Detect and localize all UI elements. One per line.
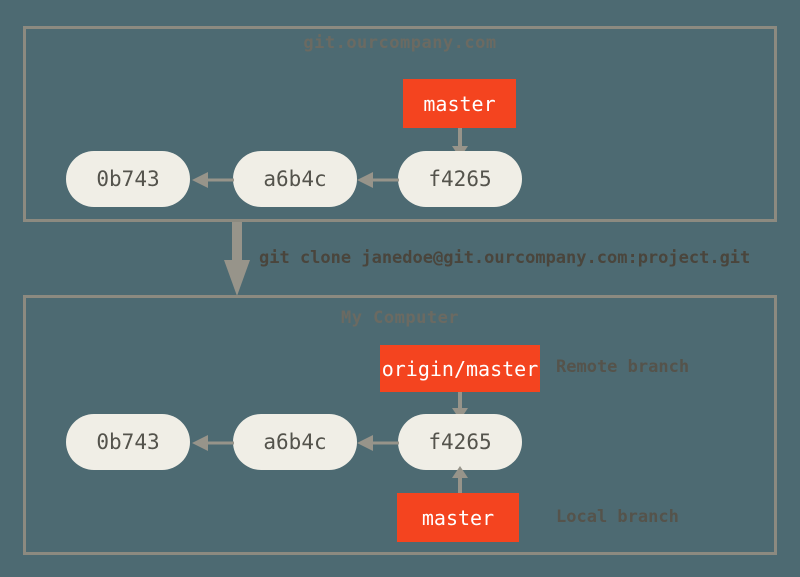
local-commit-a6b4c[interactable]: a6b4c xyxy=(233,414,357,470)
server-master-branch-label: master xyxy=(423,91,496,116)
local-master-branch-box[interactable]: master xyxy=(397,493,519,542)
local-commit-0b743-label: 0b743 xyxy=(96,430,160,454)
server-panel xyxy=(23,26,777,222)
remote-branch-note: Remote branch xyxy=(556,357,690,377)
clone-down-arrow xyxy=(224,222,250,296)
server-panel-title: git.ourcompany.com xyxy=(303,33,497,53)
local-panel xyxy=(23,295,777,555)
local-master-branch-label: master xyxy=(421,505,495,530)
server-commit-f4265[interactable]: f4265 xyxy=(398,151,522,207)
clone-command-label: git clone janedoe@git.ourcompany.com:pro… xyxy=(259,248,751,268)
server-parent-arrow-f4265-to-a6b4c xyxy=(357,172,399,188)
server-commit-a6b4c[interactable]: a6b4c xyxy=(233,151,357,207)
server-commit-f4265-label: f4265 xyxy=(428,167,492,191)
server-commit-0b743-label: 0b743 xyxy=(96,167,160,191)
local-parent-arrow-f4265-to-a6b4c xyxy=(357,435,399,451)
local-parent-arrow-a6b4c-to-0b743 xyxy=(192,435,234,451)
local-branch-note: Local branch xyxy=(556,507,679,527)
server-parent-arrow-a6b4c-to-0b743 xyxy=(192,172,234,188)
local-commit-f4265[interactable]: f4265 xyxy=(398,414,522,470)
server-commit-a6b4c-label: a6b4c xyxy=(263,167,327,191)
local-master-to-commit-arrow xyxy=(452,466,468,494)
local-commit-f4265-label: f4265 xyxy=(428,430,492,454)
local-commit-a6b4c-label: a6b4c xyxy=(263,430,327,454)
server-master-branch-box[interactable]: master xyxy=(403,79,516,128)
server-commit-0b743[interactable]: 0b743 xyxy=(66,151,190,207)
origin-master-branch-box[interactable]: origin/master xyxy=(380,345,540,392)
local-commit-0b743[interactable]: 0b743 xyxy=(66,414,190,470)
origin-master-branch-label: origin/master xyxy=(381,356,539,381)
local-panel-title: My Computer xyxy=(340,308,460,328)
